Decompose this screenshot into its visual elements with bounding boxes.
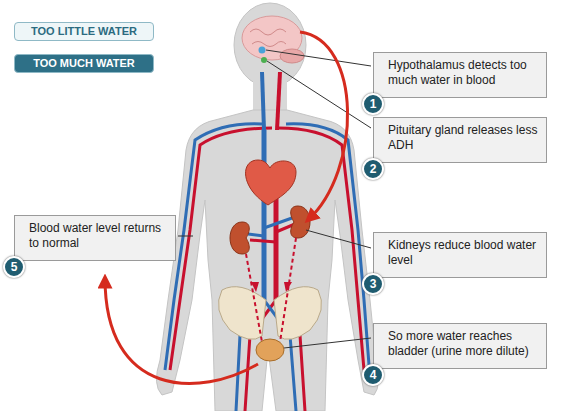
heart bbox=[246, 160, 296, 205]
leader-line bbox=[284, 338, 371, 348]
jugular-vein bbox=[262, 72, 264, 130]
callout-number: 5 bbox=[3, 256, 25, 278]
callout-number: 2 bbox=[362, 158, 384, 180]
ureter bbox=[246, 254, 262, 342]
box-text: Pituitary gland releases less ADH bbox=[388, 123, 538, 153]
brain-folds bbox=[250, 29, 286, 47]
leader-line bbox=[178, 236, 193, 237]
box-text: Hypothalamus detects too much water in b… bbox=[388, 58, 538, 88]
process-arrow bbox=[105, 278, 258, 384]
kidney bbox=[291, 206, 310, 238]
body-silhouette bbox=[156, 110, 378, 411]
cerebellum bbox=[280, 49, 304, 63]
callout-number: 4 bbox=[362, 364, 384, 386]
bladder bbox=[256, 339, 284, 361]
head bbox=[234, 3, 306, 87]
leader-line bbox=[267, 61, 371, 128]
hypothalamus bbox=[259, 47, 266, 54]
flow-arrow bbox=[284, 282, 292, 292]
callout-box: Blood water level returns to normal bbox=[14, 215, 176, 261]
box-text: So more water reaches bladder (urine mor… bbox=[388, 329, 538, 359]
callout-number: 3 bbox=[362, 273, 384, 295]
process-arrow bbox=[300, 32, 348, 220]
callout-box: Kidneys reduce blood water level bbox=[373, 232, 547, 278]
legend-swatch: TOO MUCH WATER bbox=[14, 54, 154, 73]
callout-box: Pituitary gland releases less ADH bbox=[373, 117, 547, 163]
legend-text: TOO LITTLE WATER bbox=[31, 25, 137, 37]
callout-number: 1 bbox=[362, 93, 384, 115]
callout-box: So more water reaches bladder (urine mor… bbox=[373, 323, 547, 369]
renal-vein bbox=[248, 218, 292, 236]
pituitary-gland bbox=[261, 57, 267, 63]
kidney bbox=[230, 222, 249, 254]
callout-box: Hypothalamus detects too much water in b… bbox=[373, 52, 547, 98]
pelvis-bone bbox=[218, 287, 266, 340]
flow-arrow bbox=[251, 282, 259, 292]
carotid-artery bbox=[277, 72, 280, 130]
vena-cava bbox=[262, 130, 267, 300]
legend-text: TOO MUCH WATER bbox=[33, 57, 135, 69]
leader-line bbox=[306, 230, 371, 248]
box-text: Kidneys reduce blood water level bbox=[388, 238, 538, 268]
renal-artery bbox=[250, 224, 295, 242]
legend-swatch: TOO LITTLE WATER bbox=[14, 22, 154, 41]
leader-line bbox=[266, 50, 371, 66]
box-text: Blood water level returns to normal bbox=[29, 221, 167, 251]
ureter bbox=[280, 238, 296, 342]
